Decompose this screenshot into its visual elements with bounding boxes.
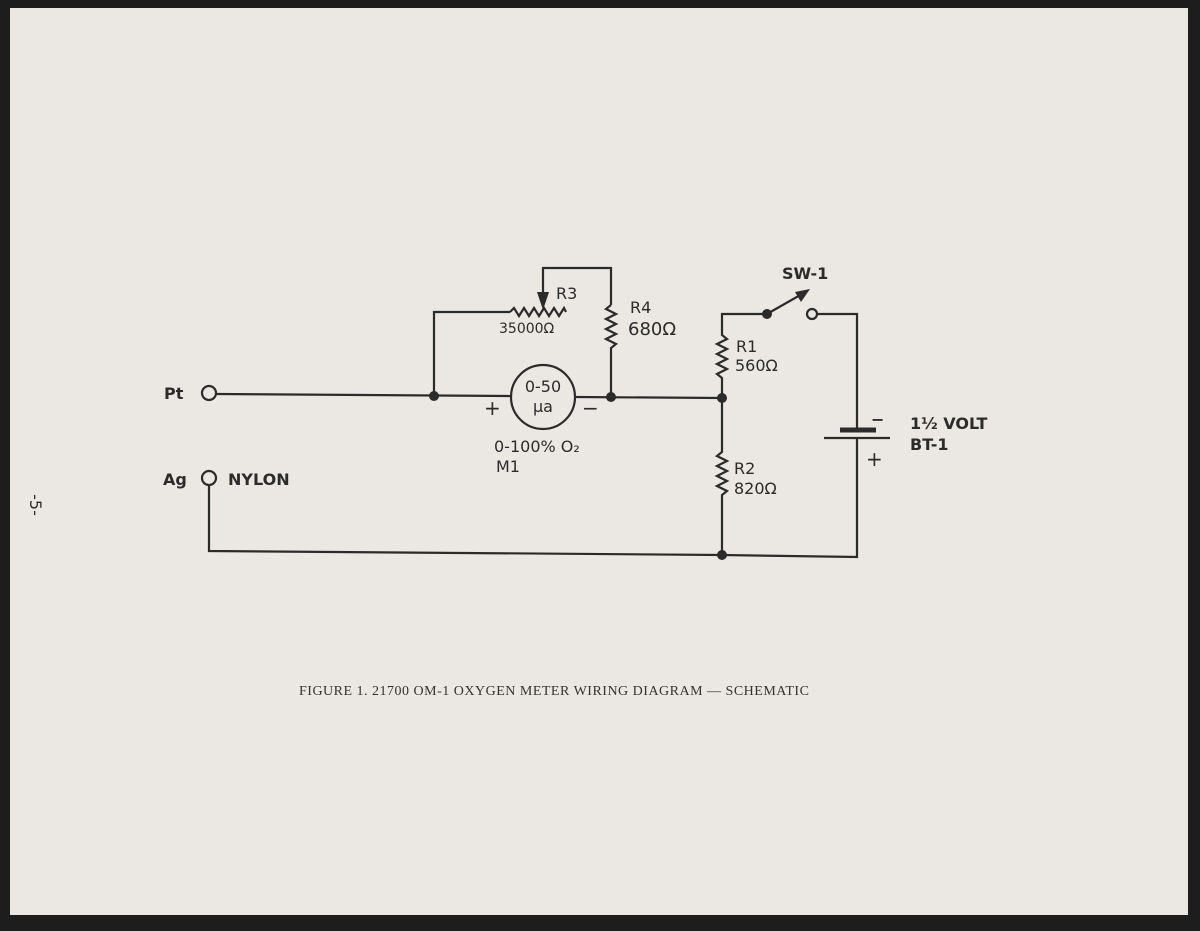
label-battery-id: BT-1 [910,435,949,454]
figure-caption: FIGURE 1. 21700 OM-1 OXYGEN METER WIRING… [299,684,809,699]
label-battery-plus: + [866,447,883,471]
label-pt: Pt [164,384,184,403]
page-number: -5- [26,494,45,516]
label-meter-scale: 0-100% O₂ [494,437,580,456]
label-r3-value: 35000Ω [499,321,555,337]
label-r1-value: 560Ω [735,356,778,375]
pt-terminal [200,384,218,402]
switch-arrow [795,289,810,302]
r3-wiper-arrow [537,292,549,310]
switch-contact [805,307,819,321]
label-ag: Ag [163,470,187,489]
r2-resistor [714,398,730,555]
label-r2-value: 820Ω [734,479,777,498]
meter-m1 [509,363,577,431]
r3-resistor [509,305,567,319]
label-meter-id: M1 [496,457,520,476]
label-r2: R2 [734,459,755,478]
label-r4: R4 [630,298,651,317]
label-meter-minus: − [582,396,599,420]
label-meter-unit: μa [533,397,553,416]
label-meter-plus: + [484,396,501,420]
label-nylon: NYLON [228,470,290,489]
label-sw1: SW-1 [782,264,828,283]
label-r1: R1 [736,337,757,356]
wires [200,266,890,560]
label-r3: R3 [556,284,577,303]
label-battery-minus: − [871,410,884,429]
r4-resistor [603,304,619,397]
label-meter-range: 0-50 [525,377,561,396]
ag-terminal [200,469,218,487]
label-r4-value: 680Ω [628,319,676,340]
label-battery-voltage: 1½ VOLT [910,414,988,433]
paper [10,8,1188,915]
